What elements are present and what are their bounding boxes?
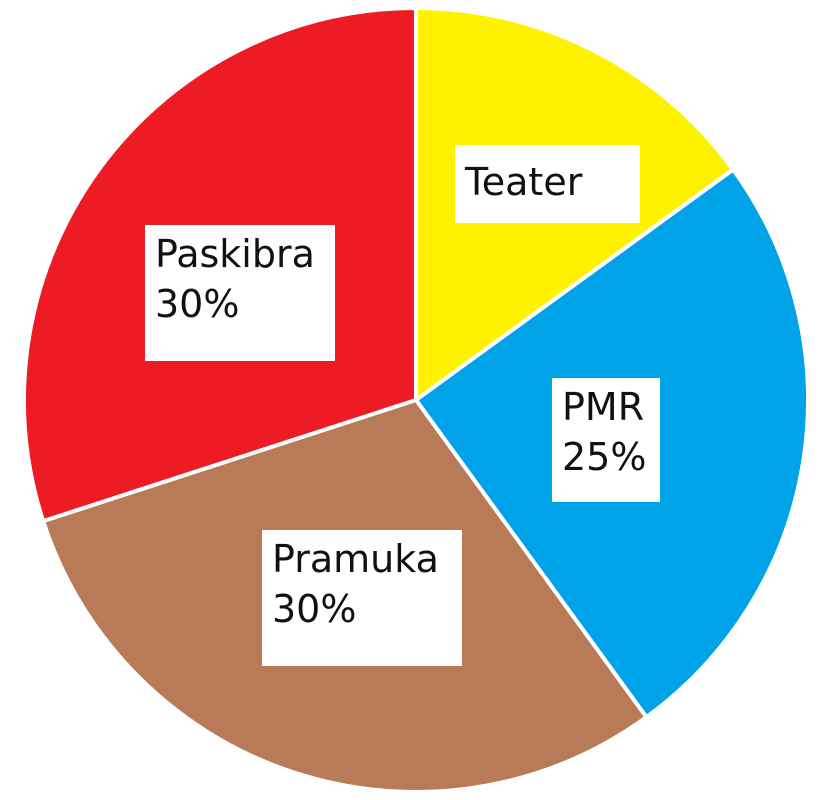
slice-label-percent: 30% xyxy=(155,282,240,326)
slice-label-name: PMR xyxy=(562,385,645,429)
slice-label-teater: Teater xyxy=(455,145,640,223)
slice-label-name: Paskibra xyxy=(155,232,315,276)
slice-label-percent: 30% xyxy=(272,587,357,631)
slice-label-pmr: PMR 25% xyxy=(552,378,660,502)
slice-label-paskibra: Paskibra 30% xyxy=(145,225,335,361)
slice-label-percent: 25% xyxy=(562,435,647,479)
slice-label-name: Pramuka xyxy=(272,537,439,581)
slice-label-pramuka: Pramuka 30% xyxy=(262,530,462,666)
slice-label-name: Teater xyxy=(465,160,583,204)
